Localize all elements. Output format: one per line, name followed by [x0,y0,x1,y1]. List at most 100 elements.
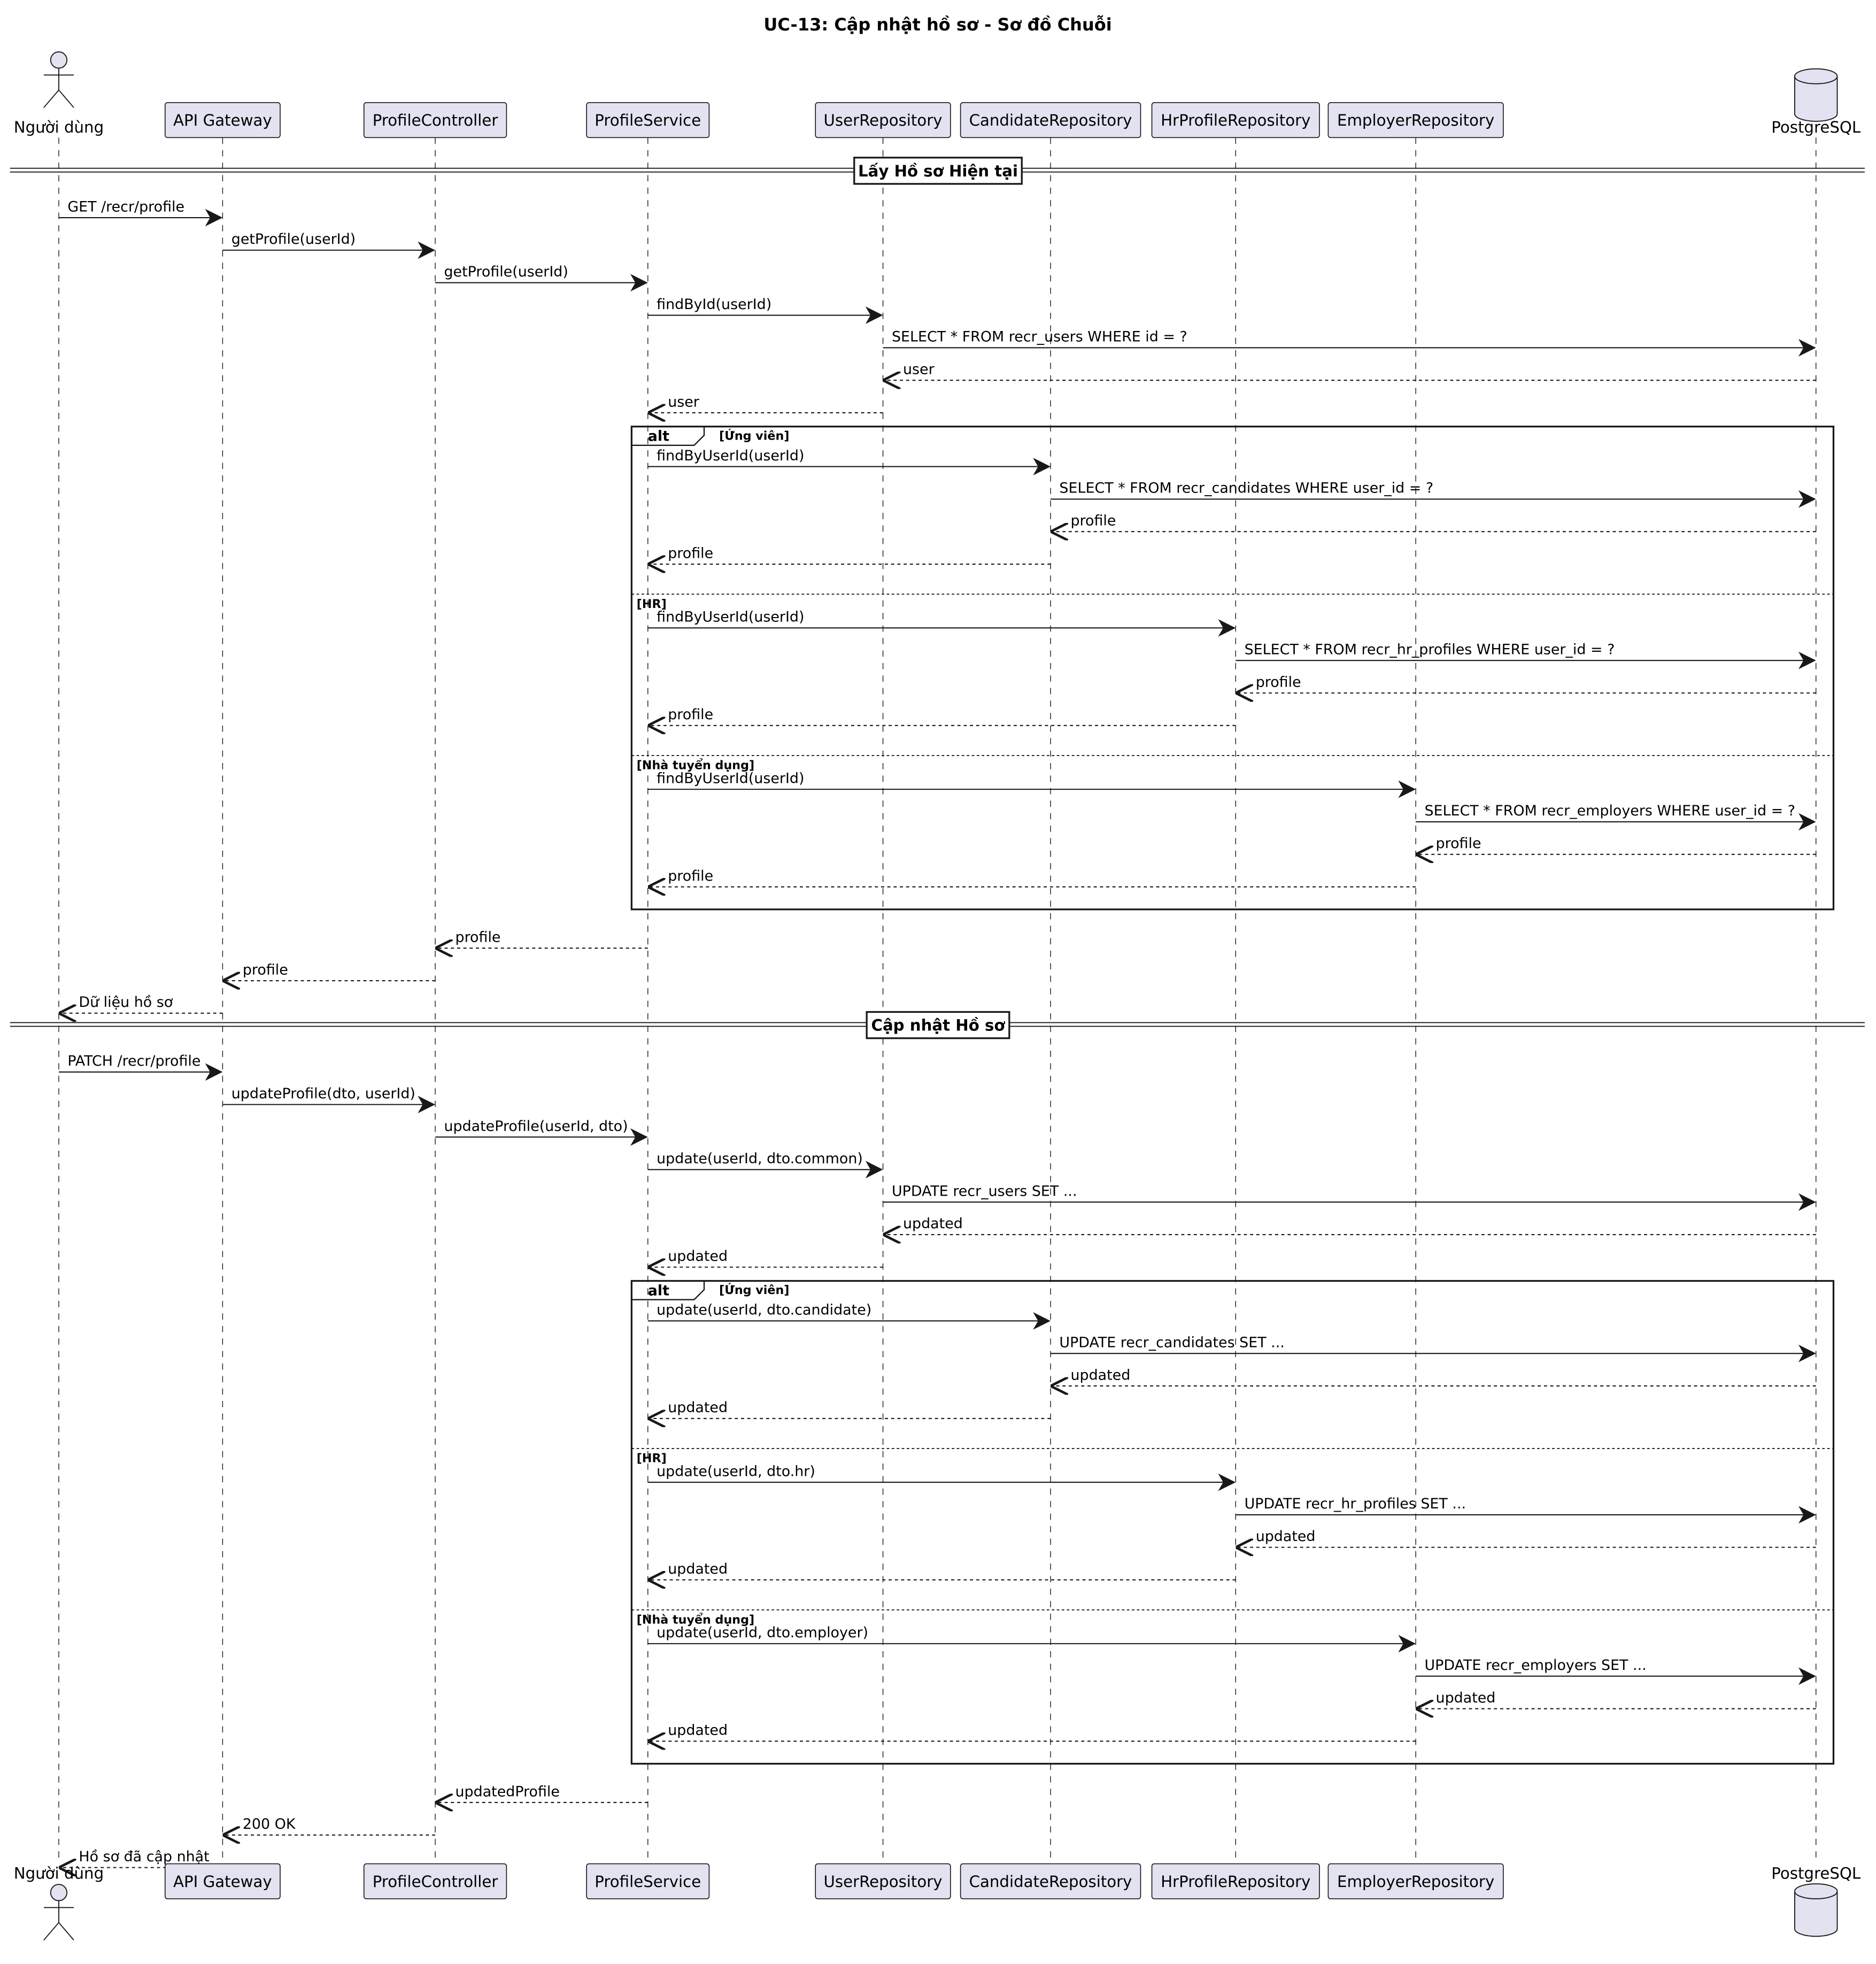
message: updatedProfile [436,1783,648,1803]
message: profile [649,868,1416,887]
message: SELECT * FROM recr_hr_profiles WHERE use… [1236,641,1816,669]
messages-layer: GET /recr/profilegetProfile(userId)getPr… [58,198,1816,1867]
actor-leg-icon [58,89,74,108]
actor-top: Người dùng [14,51,104,136]
participant-label: ProfileService [595,1873,701,1891]
message: findByUserId(userId) [647,770,1416,798]
actor-leg-icon [43,1922,59,1940]
participant-label: ProfileController [373,1873,499,1891]
message-label: Hồ sơ đã cập nhật [79,1849,209,1865]
participant-box [960,102,1141,138]
alt-keyword: alt [648,428,669,445]
lifelines-layer [58,137,1817,1864]
message-label: profile [1256,674,1301,690]
alt-guard: [Nhà tuyển dụng] [637,1612,754,1627]
message: profile [224,961,436,981]
message-label: GET /recr/profile [67,198,184,215]
message-label: profile [1436,835,1481,852]
message: SELECT * FROM recr_employers WHERE user_… [1416,803,1816,831]
participant-label: Người dùng [14,1865,104,1883]
participant-label: CandidateRepository [969,1873,1132,1891]
message: updated [649,1561,1236,1580]
alt-frame: [HR][Nhà tuyển dụng]alt[Ứng viên] [630,426,1835,911]
message: user [649,394,883,413]
message: UPDATE recr_employers SET ... [1416,1657,1816,1685]
message-label: update(userId, dto.candidate) [657,1302,871,1319]
divider-label-box [853,157,1023,185]
participant-label: HrProfileRepository [1161,111,1310,129]
message: updated [1417,1690,1816,1709]
message-label: UPDATE recr_employers SET ... [1425,1657,1647,1674]
message-label: updated [668,1722,728,1739]
participant-top: HrProfileRepository [1151,102,1320,138]
participant-box [1327,102,1504,138]
message-label: updated [668,1561,728,1577]
alt-keyword: alt [648,1282,669,1299]
participant-box [815,102,951,138]
participant-top: ProfileService [586,102,710,138]
participant-top: API Gateway [164,102,281,138]
alt-guard: [HR] [637,1452,667,1466]
message-label: findByUserId(userId) [657,609,804,626]
alt-frame-border [630,1280,1835,1765]
message-label: SELECT * FROM recr_hr_profiles WHERE use… [1245,641,1615,658]
alt-guard: [Nhà tuyển dụng] [637,758,754,773]
participant-bottom: CandidateRepository [960,1863,1141,1899]
participant-label: Người dùng [14,118,104,136]
message-label: profile [243,961,288,978]
participant-bottom: EmployerRepository [1327,1863,1504,1899]
message: getProfile(userId) [222,231,436,259]
message-label: updateProfile(userId, dto) [444,1118,628,1135]
message-label: profile [668,706,713,723]
message: profile [649,545,1051,564]
database-body-icon [1794,76,1838,122]
participant-box [363,1863,507,1899]
message: updated [1237,1528,1816,1547]
participant-top: EmployerRepository [1327,102,1504,138]
message: SELECT * FROM recr_candidates WHERE user… [1051,480,1816,508]
message-label: UPDATE recr_users SET ... [892,1183,1077,1199]
message: updateProfile(userId, dto) [435,1118,648,1146]
database-top-icon [1794,68,1838,84]
participant-label: ProfileService [595,111,701,129]
section-divider: Lấy Hồ sơ Hiện tại [10,157,1865,185]
divider-label: Cập nhật Hồ sơ [871,1016,1005,1035]
message-label: UPDATE recr_candidates SET ... [1059,1334,1284,1351]
participant-box [586,1863,710,1899]
message-label: updated [1070,1367,1130,1383]
message: update(userId, dto.hr) [647,1463,1236,1491]
participant-label: PostgreSQL [1771,1865,1861,1883]
alt-tab [631,1281,705,1300]
message: profile [649,706,1236,726]
message-label: user [903,361,935,378]
message: update(userId, dto.employer) [647,1624,1416,1653]
participant-label: API Gateway [173,1873,272,1891]
participant-box [586,102,710,138]
participant-label: UserRepository [824,1873,943,1891]
participant-box [1151,102,1320,138]
message: Dữ liệu hồ sơ [60,994,223,1013]
message-label: profile [1070,513,1116,529]
section-divider: Cập nhật Hồ sơ [10,1011,1865,1039]
participant-box [1327,1863,1504,1899]
participant-top: ProfileController [363,102,507,138]
message: profile [436,929,648,949]
participant-box [164,1863,281,1899]
message-label: profile [668,545,713,561]
message: findByUserId(userId) [647,609,1236,637]
message-label: SELECT * FROM recr_candidates WHERE user… [1059,480,1433,497]
message-label: profile [668,868,713,884]
participant-box [815,1863,951,1899]
message: updated [649,1722,1416,1742]
alt-frame-border [630,426,1835,911]
participant-label: EmployerRepository [1337,1873,1494,1891]
participant-bottom: ProfileController [363,1863,507,1899]
message: SELECT * FROM recr_users WHERE id = ? [883,329,1816,357]
message: 200 OK [224,1816,436,1835]
frames-layer: Lấy Hồ sơ Hiện tại [HR] [Nhà tuyển dụng] al… [10,157,1865,1765]
message: findByUserId(userId) [647,448,1051,475]
database-top: PostgreSQL [1771,68,1861,136]
participant-bottom: HrProfileRepository [1151,1863,1320,1899]
message: updated [884,1215,1816,1235]
